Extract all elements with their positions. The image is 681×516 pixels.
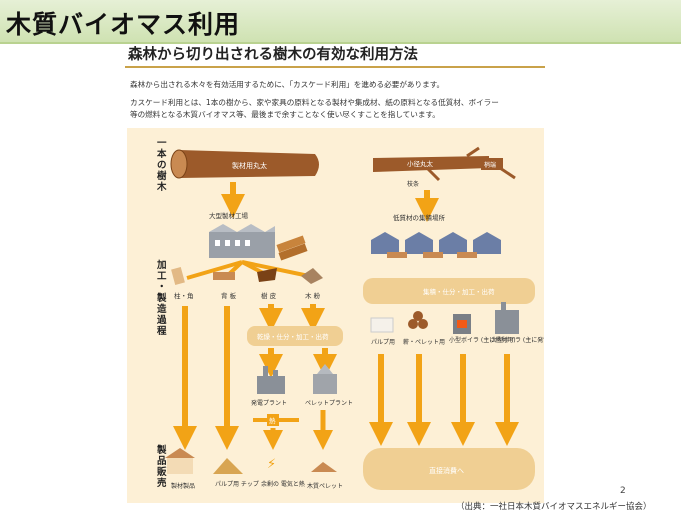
branch-end-label: 梢端 <box>484 161 496 169</box>
section-heading: 森林から切り出される樹木の有効な利用方法 <box>128 47 418 63</box>
right-process-label: 集積・仕分・加工・出荷 <box>423 287 495 296</box>
heat-badge <box>267 414 279 426</box>
pulp-wood-icon <box>370 317 394 333</box>
slide-title: 木質バイオマス利用 <box>6 10 241 39</box>
electricity-heat-icon: ⚡ <box>267 457 276 472</box>
product-pillar-label: 柱・角 <box>174 291 194 300</box>
power-plant-label: 発電プラント <box>251 399 287 407</box>
output-electricity-label: 余剰の 電気と熱 <box>261 480 305 488</box>
source-citation: （出典：一社日本木質バイオマスエネルギー協会） <box>456 502 652 512</box>
warehouse-icon <box>371 232 501 258</box>
sawdust-icon <box>301 268 323 284</box>
factory-label: 大型製材工場 <box>209 211 249 220</box>
left-process-box <box>247 326 343 346</box>
left-process-label: 乾燥・仕分・加工・出荷 <box>257 332 329 341</box>
chip-pile-icon <box>213 458 243 474</box>
cascade-paragraph-line1: カスケード利用とは、1本の樹から、家や家具の原料となる製材や集成材、紙の原料とな… <box>130 98 499 107</box>
small-boiler-icon <box>453 314 471 334</box>
arrow-to-pillar <box>186 260 243 280</box>
product-sawdust-label: 木 粉 <box>305 291 321 300</box>
pellet-plant-icon <box>313 364 337 394</box>
power-plant-icon <box>257 366 285 394</box>
slab-icon <box>213 272 235 280</box>
branch-end-icon <box>481 158 503 170</box>
output-pellet-label: 木質ペレット <box>307 482 343 490</box>
sawlog-icon <box>170 149 319 179</box>
bark-icon <box>257 268 277 282</box>
right-item-small-boiler-label: 小型ボイラ (主に熱利用) <box>449 336 516 344</box>
sawlog-label: 製材用丸太 <box>232 161 267 170</box>
output-lumber-label: 製材製品 <box>171 482 195 490</box>
row-label-sales: 製品販売 <box>156 444 167 489</box>
final-consumption-label: 直接消費へ <box>429 466 464 475</box>
intro-paragraph: 森林から出される木々を有効活用するために、「カスケード利用」を進める必要がありま… <box>130 80 445 89</box>
small-log-label: 小径丸太 <box>407 159 434 168</box>
row-label-tree: 一本の樹木 <box>156 138 167 193</box>
product-slab-label: 背 板 <box>221 291 237 300</box>
row-label-processing: 加工・製造過程 <box>156 259 167 337</box>
right-item-firewood-label: 薪・ペレット用 <box>403 338 445 346</box>
large-boiler-icon <box>495 302 519 334</box>
pellet-plant-label: ペレットプラント <box>305 400 353 407</box>
slide-title-bar: 木質バイオマス利用 <box>0 0 681 44</box>
trunk-label: 枝条 <box>407 180 419 188</box>
right-item-large-boiler-label: 大型ボイラ (主に発電用) <box>491 336 544 344</box>
cascade-paragraph-line2: 等の燃料となる木質バイオマス等、最後まで余すことなく使い尽くすことを指しています… <box>130 110 440 119</box>
product-bark-label: 樹 皮 <box>261 291 277 300</box>
sawmill-factory-icon <box>209 224 308 261</box>
heat-label: 熱 <box>269 416 276 425</box>
pellet-pile-icon <box>311 462 337 472</box>
page-number: 2 <box>620 486 626 496</box>
right-item-pulp-label: パルプ用 <box>371 339 395 346</box>
final-consumption-box <box>363 448 535 490</box>
pillar-icon <box>171 266 185 286</box>
cascade-diagram: 一本の樹木 加工・製造過程 製品販売 製材用丸太 大型製材工場 <box>127 128 544 503</box>
output-chip-label: パルプ用 チップ <box>215 481 259 488</box>
right-process-box <box>363 278 535 304</box>
heading-underline <box>125 66 545 68</box>
yard-label: 低質材の集積場所 <box>393 213 446 222</box>
firewood-icon <box>408 311 428 329</box>
house-icon <box>165 448 195 474</box>
